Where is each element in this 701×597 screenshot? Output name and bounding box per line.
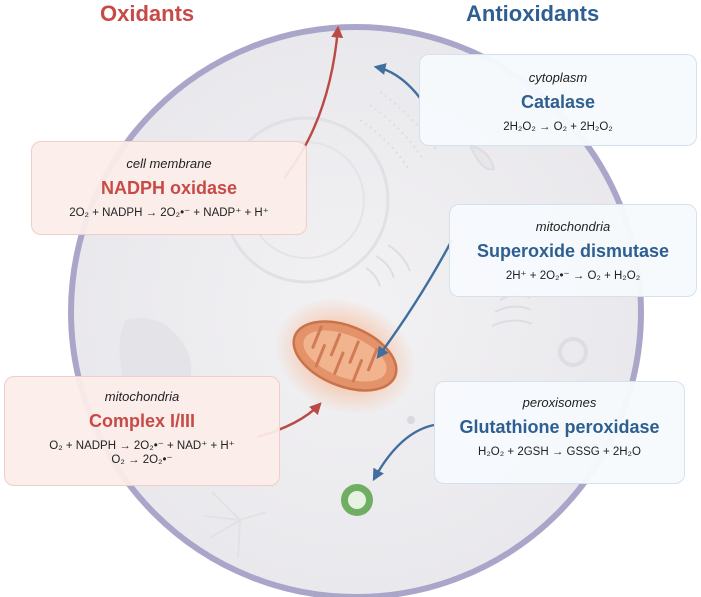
complex-i-iii-card: mitochondria Complex I/III O₂ + NADPH → … — [4, 376, 280, 486]
enzyme-location: cytoplasm — [528, 70, 588, 85]
catalase-arrow — [373, 63, 421, 99]
enzyme-name: NADPH oxidase — [100, 178, 238, 198]
peroxisome — [341, 484, 373, 516]
enzyme-name: Complex I/III — [88, 411, 196, 431]
catalase-card: cytoplasm Catalase 2H₂O₂ → O₂ + 2H₂O₂ — [419, 54, 697, 146]
enzyme-name: Superoxide dismutase — [476, 241, 670, 261]
mitochondrion — [292, 320, 398, 392]
superoxide-dismutase-card: mitochondria Superoxide dismutase 2H⁺ + … — [449, 204, 697, 297]
glutathione-peroxidase-card: peroxisomes Glutathione peroxidase H₂O₂ … — [434, 381, 685, 484]
enzyme-name: Glutathione peroxidase — [459, 417, 660, 437]
gpx-arrow — [372, 423, 435, 482]
cell-organelles-background — [203, 91, 533, 559]
enzyme-location: cell membrane — [126, 156, 212, 171]
reaction-equation: 2O₂ + NADPH → 2O₂•⁻ + NADP⁺ + H⁺ — [69, 207, 269, 219]
nadph-oxidase-card: cell membrane NADPH oxidase 2O₂ + NADPH … — [31, 141, 307, 235]
vesicle — [407, 416, 415, 424]
enzyme-location: mitochondria — [104, 389, 180, 404]
reaction-equation: O₂ → 2O₂•⁻ — [111, 454, 173, 466]
enzyme-location: peroxisomes — [522, 395, 597, 410]
sod-arrow — [376, 239, 454, 359]
oxidants-heading: Oxidants — [100, 1, 195, 26]
reaction-equation: O₂ + NADPH → 2O₂•⁻ + NAD⁺ + H⁺ — [49, 440, 235, 452]
enzyme-location: mitochondria — [535, 219, 611, 234]
reaction-equation: 2H₂O₂ → O₂ + 2H₂O₂ — [503, 121, 613, 133]
reaction-equation: 2H⁺ + 2O₂•⁻ → O₂ + H₂O₂ — [505, 270, 641, 282]
antioxidants-heading: Antioxidants — [466, 1, 600, 26]
reaction-equation: H₂O₂ + 2GSH → GSSG + 2H₂O — [478, 446, 641, 458]
lysosome — [558, 337, 588, 367]
enzyme-name: Catalase — [520, 92, 596, 112]
